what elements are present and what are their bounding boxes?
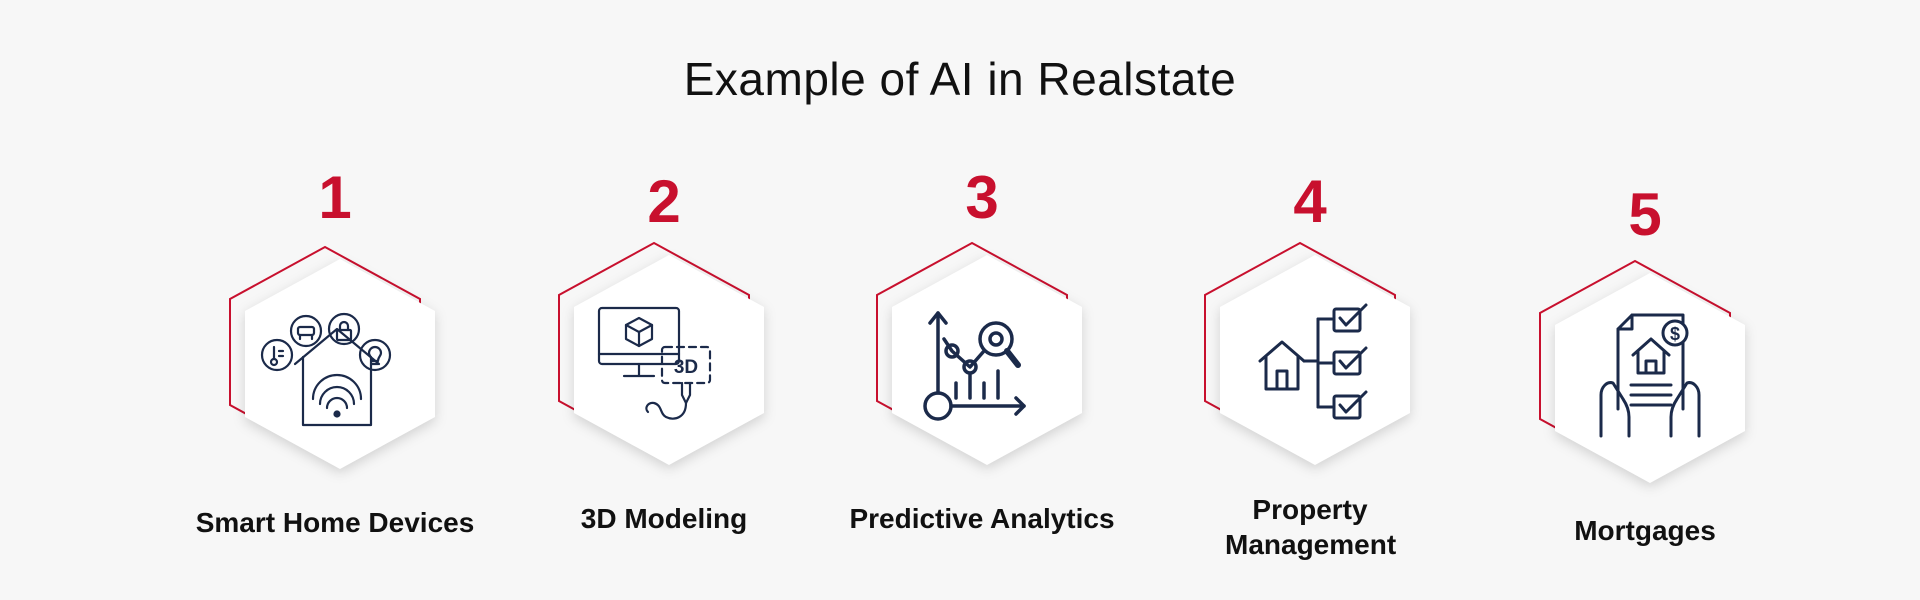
step-number: 5: [1628, 181, 1662, 248]
page-title: Example of AI in Realstate: [683, 53, 1237, 105]
step-predictive-analytics: 3 Predictive Analyt: [812, 0, 1152, 600]
step-smart-home: 1 Smart Home Device: [165, 0, 505, 600]
step-label: Mortgages: [1574, 515, 1716, 546]
step-label: Property Management: [1225, 494, 1397, 560]
step-label: Smart Home Devices: [195, 507, 475, 538]
step-3d-modeling: 2 3D 3D Modeling: [494, 0, 834, 600]
step-mortgages: 5 $ Mortgages: [1475, 0, 1815, 600]
step-label: 3D Modeling: [580, 503, 748, 534]
step-number: 1: [318, 164, 352, 231]
step-property-management: 4 Property Management: [1140, 0, 1480, 600]
step-label: Predictive Analytics: [849, 503, 1115, 534]
hexagon-badge: [225, 245, 445, 497]
step-number: 2: [647, 168, 681, 235]
property-checklist-icon: [1258, 303, 1368, 420]
analytics-chart-icon: [923, 311, 1026, 421]
hexagon-badge: [872, 241, 1092, 493]
step-number: 4: [1293, 168, 1327, 235]
dollar-icon-text: $: [1670, 324, 1680, 344]
hexagon-badge: 3D: [554, 241, 774, 493]
hexagon-badge: [1200, 241, 1420, 493]
hexagon-badge: $: [1535, 259, 1755, 511]
mortgage-document-icon: $: [1599, 313, 1701, 438]
3d-modeling-icon: 3D: [597, 306, 712, 420]
smart-home-icon: [260, 312, 392, 427]
step-number: 3: [965, 164, 999, 231]
3d-icon-text: 3D: [674, 357, 698, 378]
